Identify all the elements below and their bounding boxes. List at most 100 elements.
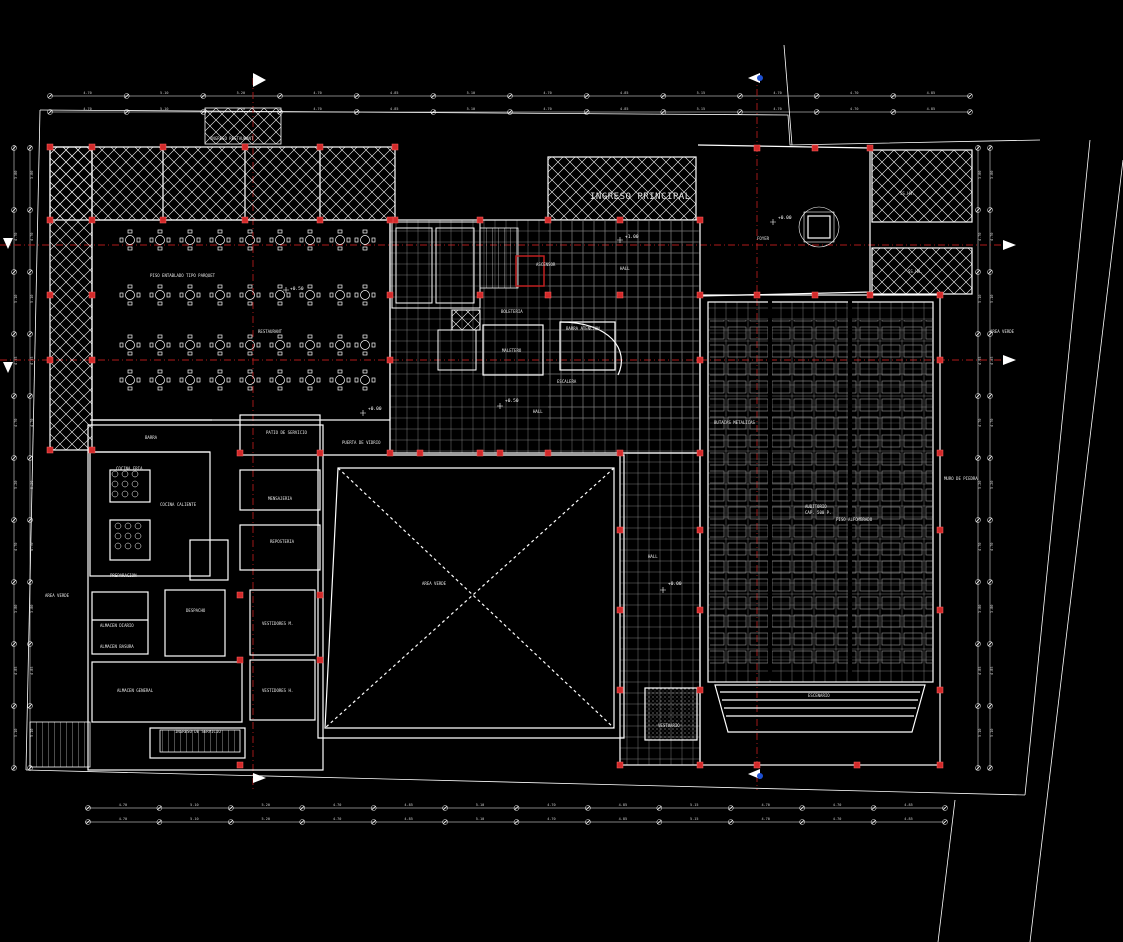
column <box>936 449 944 457</box>
dim-tick <box>11 703 17 709</box>
dim-value: 4.85 <box>978 357 982 365</box>
dining-table <box>179 369 201 391</box>
column <box>936 686 944 694</box>
column <box>616 449 624 457</box>
dim-node <box>987 393 993 399</box>
dim-value: 4.85 <box>404 803 412 807</box>
dining-table <box>354 334 376 356</box>
dim-node <box>737 109 743 115</box>
column <box>316 656 324 664</box>
axis-markers <box>3 73 1016 783</box>
dim-value: 5.20 <box>262 803 270 807</box>
stove-burner <box>131 490 139 498</box>
axis-marker-a <box>253 73 266 87</box>
dim-node <box>11 579 17 585</box>
foyer <box>697 144 871 297</box>
dim-node <box>27 641 33 647</box>
level-crosses <box>283 219 776 593</box>
dim-value: 5.20 <box>262 817 270 821</box>
dim-tick <box>987 145 993 151</box>
dining-table <box>209 229 231 251</box>
dim-value: 5.10 <box>476 803 484 807</box>
column <box>88 143 96 151</box>
label-cocina-caliente: COCINA CALIENTE <box>160 502 197 507</box>
column <box>696 216 704 224</box>
stove-burner <box>114 542 122 550</box>
courtyard <box>317 454 625 739</box>
dim-value: 5.15 <box>690 803 698 807</box>
dim-value: 3.00 <box>30 171 34 179</box>
dim-node <box>656 819 663 825</box>
column <box>616 686 624 694</box>
dim-node <box>987 145 993 151</box>
dim-tick <box>987 765 993 771</box>
stove-burner <box>131 470 139 478</box>
label-piso-auditorio: PISO ALFOMBRADO <box>836 517 873 522</box>
column <box>46 143 54 151</box>
dim-tick <box>975 703 981 709</box>
dim-node <box>27 703 33 709</box>
dim-tick <box>661 93 666 99</box>
dim-node <box>370 805 377 811</box>
dining-table <box>269 284 291 306</box>
dim-node <box>123 109 130 115</box>
column <box>386 449 394 457</box>
dining-table <box>119 369 141 391</box>
dim-tick <box>11 393 17 399</box>
dim-node <box>975 145 981 151</box>
dim-node <box>987 269 993 275</box>
dim-tick <box>728 805 734 811</box>
dim-value: 4.85 <box>390 91 398 95</box>
dim-tick <box>891 93 896 99</box>
dim-node <box>370 819 377 825</box>
dining-table <box>179 284 201 306</box>
dim-tick <box>157 805 162 811</box>
dim-node <box>11 269 17 275</box>
column <box>236 761 244 769</box>
dim-value: 4.70 <box>990 233 994 241</box>
dim-node <box>583 109 590 115</box>
room-labels: INGRESO PRINCIPAL INGRESO RESTAURANT RES… <box>45 136 1015 734</box>
dim-tick <box>737 109 743 115</box>
dim-value: 4.85 <box>978 667 982 675</box>
level-hall-lower: +0.00 <box>668 581 682 587</box>
dim-value: 4.70 <box>14 543 18 551</box>
dim-value: 5.10 <box>190 803 198 807</box>
dim-value: 5.10 <box>190 817 198 821</box>
dim-value: 5.15 <box>697 107 705 111</box>
column <box>236 449 244 457</box>
dim-tick <box>737 93 743 99</box>
dim-tick <box>228 819 234 825</box>
column <box>936 356 944 364</box>
label-almacen-diario: ALMACEN DIARIO <box>100 623 134 628</box>
axis-marker-1 <box>3 238 13 249</box>
dim-tick <box>975 579 981 585</box>
dim-tick <box>987 517 993 523</box>
dim-value: 5.10 <box>14 295 18 303</box>
dim-value: 4.70 <box>547 803 555 807</box>
dim-value: 4.85 <box>927 107 935 111</box>
column <box>753 761 761 769</box>
dim-value: 5.10 <box>476 817 484 821</box>
dining-table <box>269 334 291 356</box>
dim-value: 5.10 <box>467 107 475 111</box>
column <box>544 291 552 299</box>
label-area-verde-centro: AREA VERDE <box>422 581 447 586</box>
label-boleteria: BOLETERIA <box>501 309 523 314</box>
dim-value: 4.85 <box>904 803 912 807</box>
dim-value: 4.70 <box>833 817 841 821</box>
column <box>753 144 761 152</box>
level-patio: +0.00 <box>368 406 382 412</box>
lot-boundary <box>25 44 1123 942</box>
column <box>46 291 54 299</box>
dim-node <box>890 109 897 115</box>
dim-value: 5.10 <box>160 107 168 111</box>
dim-value: 4.85 <box>14 667 18 675</box>
stove-burner <box>121 480 129 488</box>
label-hall-1: HALL <box>620 266 630 271</box>
dim-node <box>942 819 948 825</box>
dim-value: 3.80 <box>990 605 994 613</box>
dim-value: 4.70 <box>990 543 994 551</box>
dim-tick <box>201 93 206 99</box>
label-vestuario: VESTUARIO <box>658 723 680 728</box>
